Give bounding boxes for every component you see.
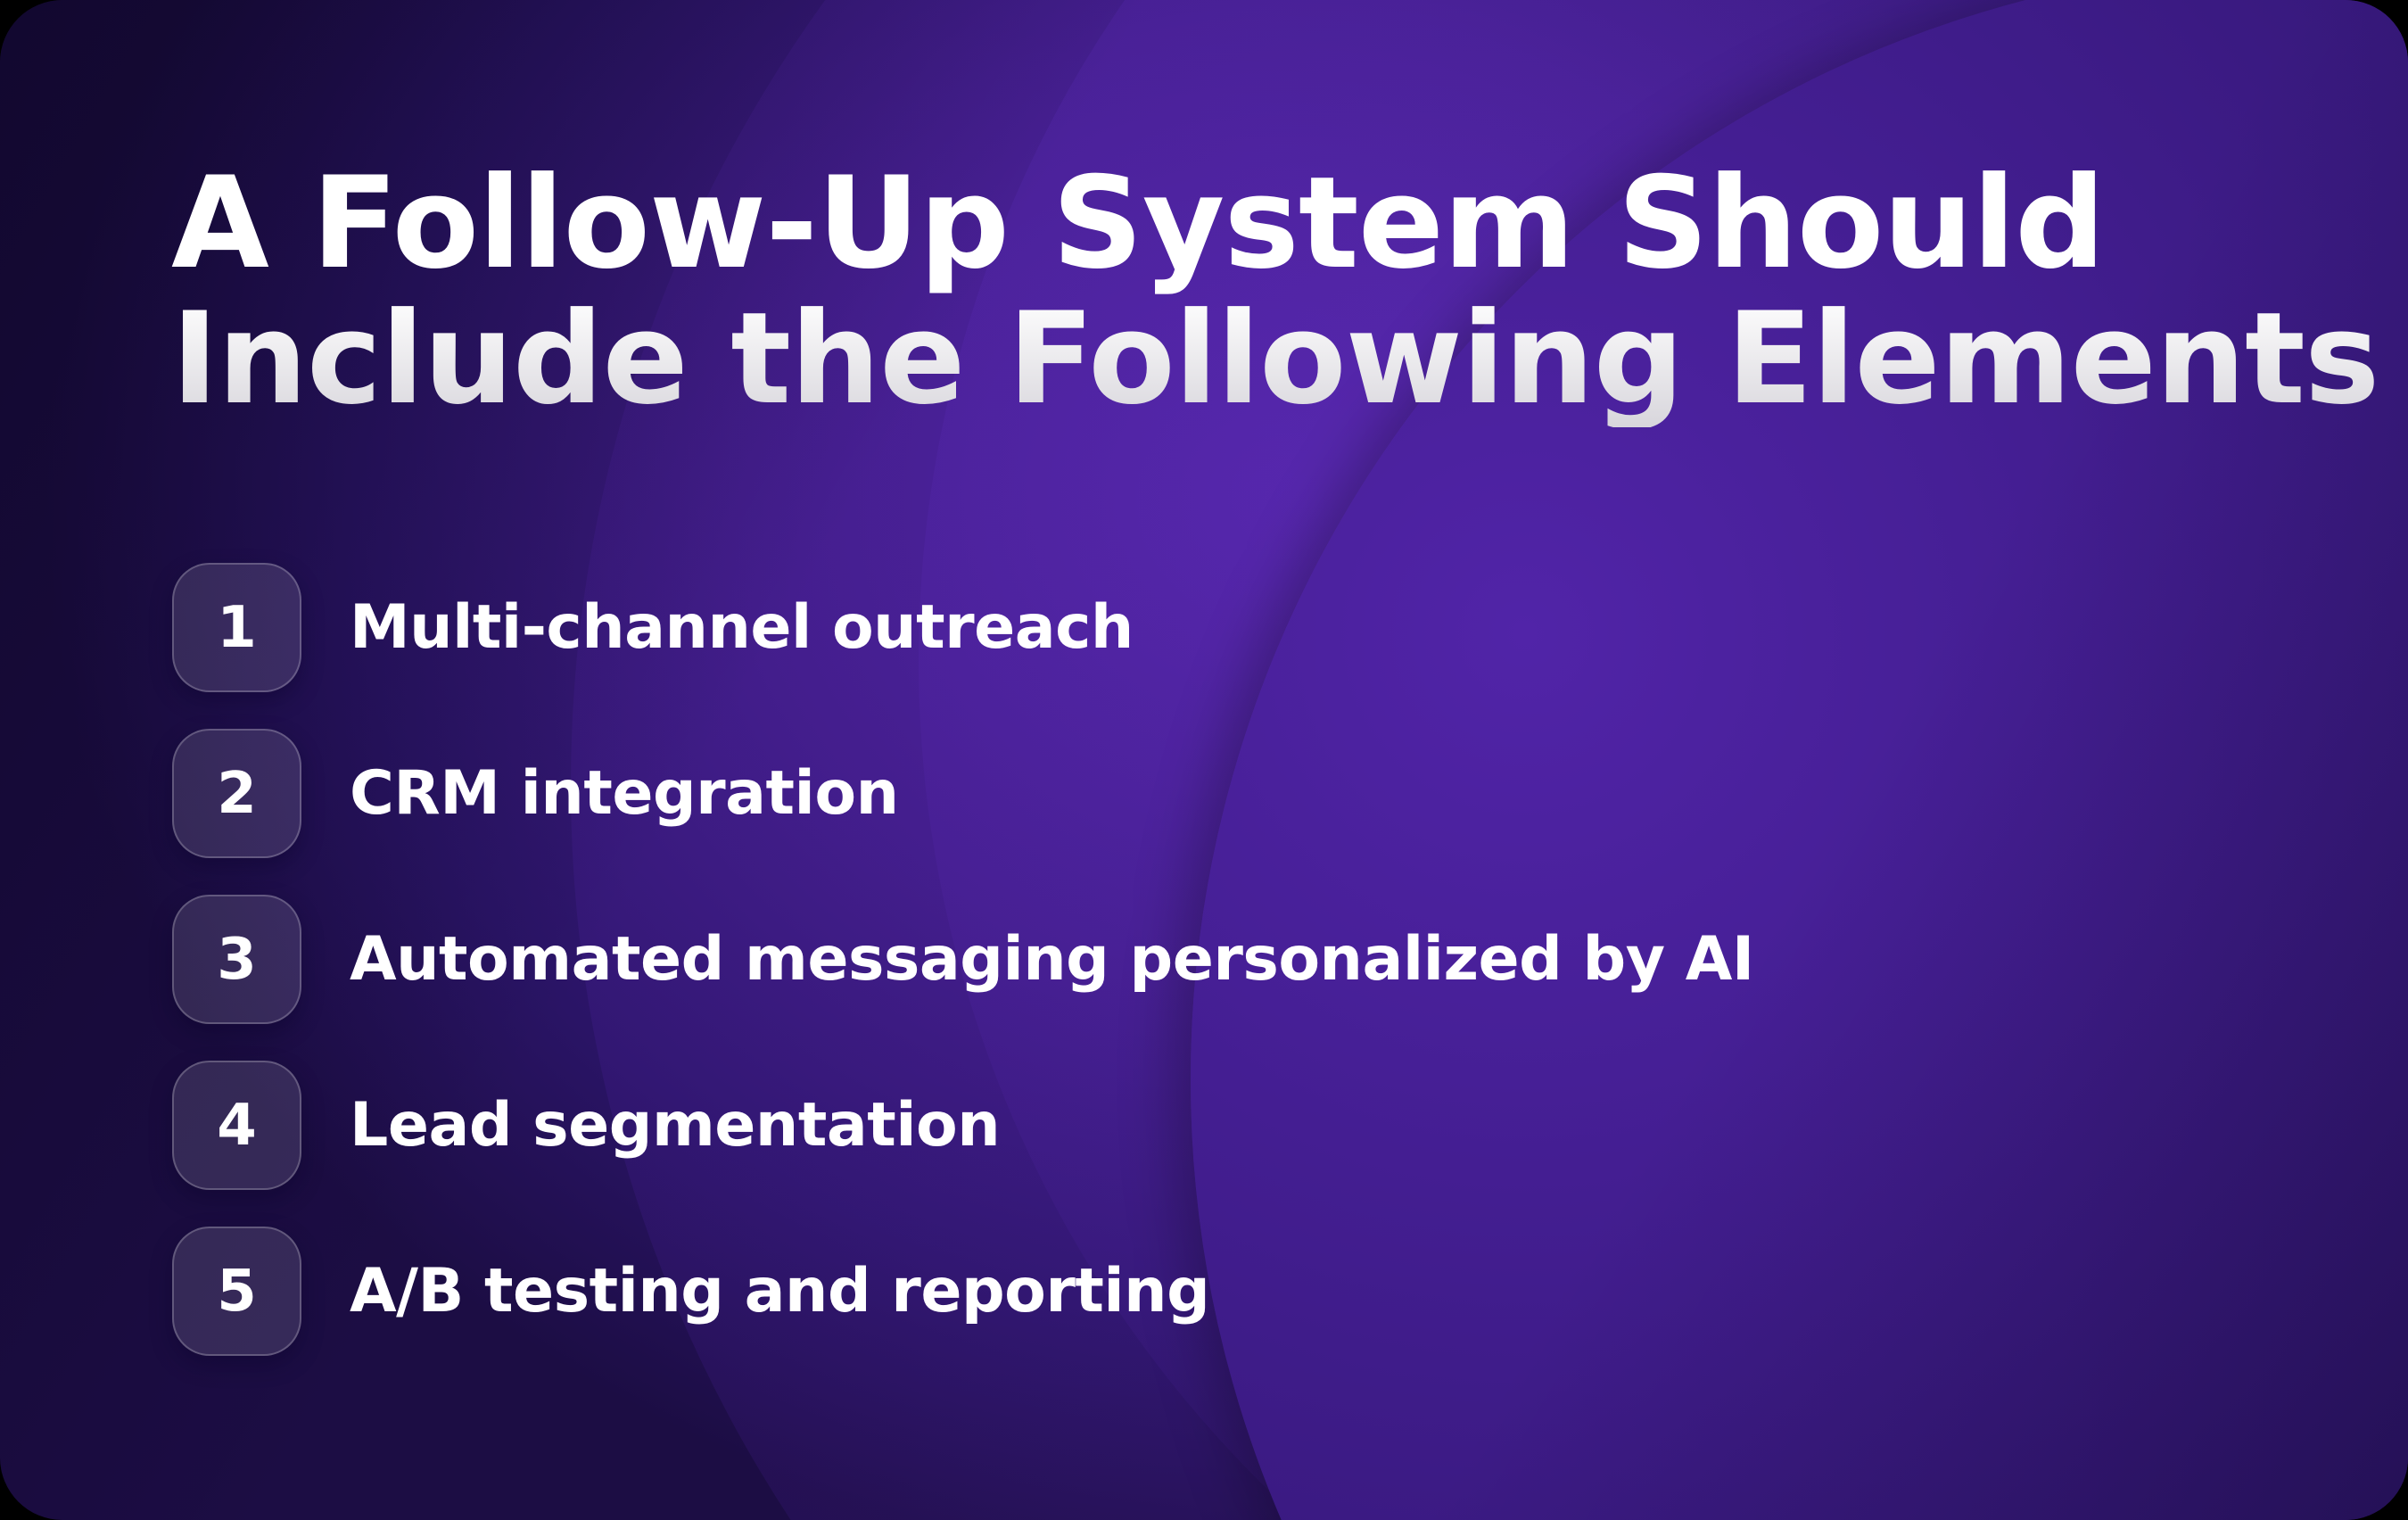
number-badge: 3 xyxy=(172,895,301,1024)
slide-title: A Follow-Up System Should Include the Fo… xyxy=(171,156,2379,427)
item-label: Lead segmentation xyxy=(350,1090,1001,1161)
item-label: Automated messaging personalized by AI xyxy=(350,924,1754,995)
number-badge: 5 xyxy=(172,1227,301,1356)
elements-list: 1 Multi-channel outreach 2 CRM integrati… xyxy=(172,563,1754,1393)
list-item: 1 Multi-channel outreach xyxy=(172,563,1754,692)
number-badge: 2 xyxy=(172,729,301,858)
number-badge: 4 xyxy=(172,1061,301,1190)
list-item: 4 Lead segmentation xyxy=(172,1061,1754,1190)
title-line-2: Include the Following Elements xyxy=(171,285,2379,433)
title-line-1: A Follow-Up System Should xyxy=(171,150,2106,297)
item-label: CRM integration xyxy=(350,758,899,829)
list-item: 5 A/B testing and reporting xyxy=(172,1227,1754,1356)
list-item: 3 Automated messaging personalized by AI xyxy=(172,895,1754,1024)
number-badge: 1 xyxy=(172,563,301,692)
item-label: Multi-channel outreach xyxy=(350,592,1134,663)
item-label: A/B testing and reporting xyxy=(350,1256,1210,1326)
list-item: 2 CRM integration xyxy=(172,729,1754,858)
